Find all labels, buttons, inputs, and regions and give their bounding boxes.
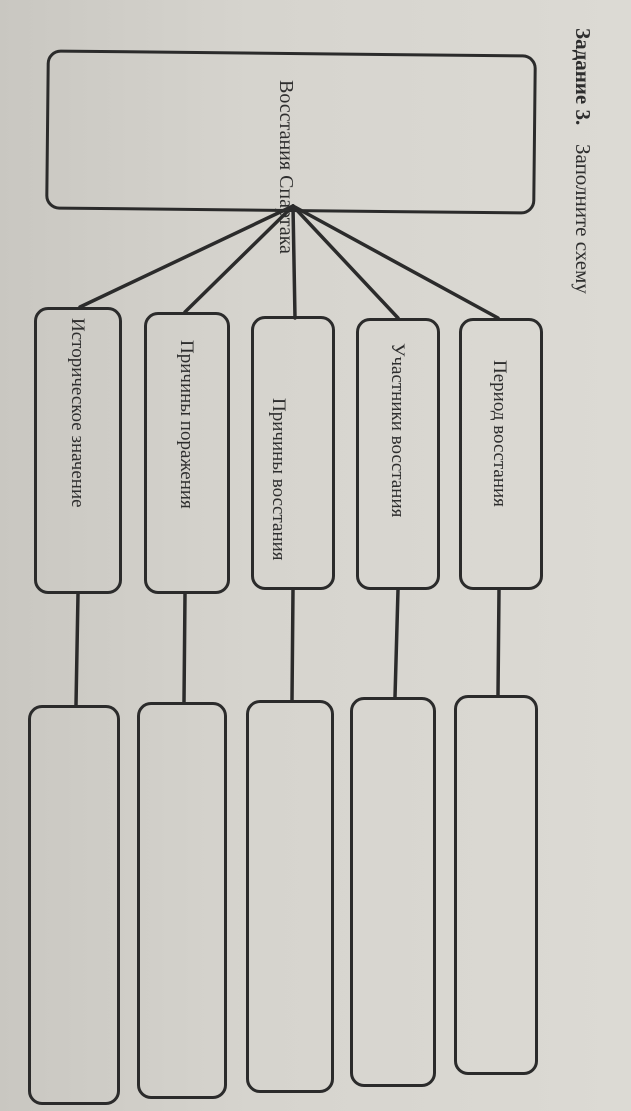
category-label-participants: Участники восстания <box>387 343 408 518</box>
category-label-defeat: Причины поражения <box>176 340 197 509</box>
category-box-participants <box>356 318 440 590</box>
category-box-causes <box>251 316 335 590</box>
connector-causes-answer <box>290 588 295 702</box>
connector-root-period <box>291 204 500 320</box>
answer-box-defeat[interactable] <box>137 702 227 1099</box>
answer-box-significance[interactable] <box>28 705 120 1105</box>
connector-period-answer <box>496 588 501 697</box>
category-box-significance <box>34 307 122 594</box>
category-label-causes: Причины восстания <box>266 398 290 561</box>
category-label-causes-line1: Причины <box>268 398 289 475</box>
connector-root-participants <box>291 204 400 320</box>
answer-box-participants[interactable] <box>350 697 436 1087</box>
answer-box-period[interactable] <box>454 695 538 1075</box>
connector-significance-answer <box>74 592 80 707</box>
connector-participants-answer <box>393 588 400 699</box>
connector-root-significance <box>78 204 295 309</box>
task-instruction: Заполните схему <box>571 144 595 295</box>
answer-box-causes[interactable] <box>246 700 334 1093</box>
category-label-period: Период восстания <box>489 360 510 507</box>
root-label-line2: Спартака <box>275 175 297 254</box>
root-label-line1: Восстания <box>275 80 297 171</box>
connector-defeat-answer <box>182 592 187 704</box>
connector-root-causes <box>291 204 297 320</box>
task-heading: Задание 3. Заполните схему <box>571 28 595 295</box>
category-box-defeat <box>144 312 230 594</box>
category-label-significance: Историческое значение <box>67 318 88 508</box>
connector-root-defeat <box>183 204 295 314</box>
task-label: Задание 3. <box>571 28 595 126</box>
root-label: Восстания Спартака <box>274 80 298 254</box>
category-label-causes-line2: восстания <box>268 478 289 561</box>
category-box-period <box>459 318 543 590</box>
